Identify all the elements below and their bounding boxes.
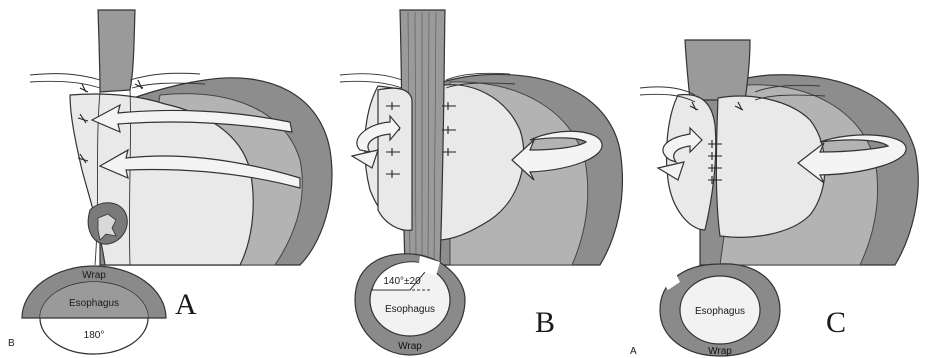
panel-a-letter: A [175,288,197,321]
panel-b-wrap-label: Wrap [398,341,422,352]
panel-c-esophagus [685,40,750,100]
panel-c-cross-section: Esophagus Wrap [660,264,780,357]
panel-c-wrap-left [666,94,715,230]
panel-c-corner-letter: A [630,346,637,357]
panel-b: 140°±20 Esophagus Wrap B [340,10,622,355]
panel-a-esophagus [98,10,135,92]
panel-a-cross-section: Wrap Esophagus 180° [22,266,166,354]
panel-a-angle-label: 180° [84,330,105,341]
panel-a-wrap-label: Wrap [82,270,106,281]
panel-c-esophagus-label: Esophagus [695,306,745,317]
panel-a-corner-letter: B [8,338,15,349]
panel-b-letter: B [535,306,555,339]
panel-a-esophagus-label: Esophagus [69,298,119,309]
panel-b-angle-label: 140°±20 [383,276,421,287]
panel-b-cross-section: 140°±20 Esophagus Wrap [355,254,465,355]
panel-c-wrap-label: Wrap [708,346,732,357]
panel-c-letter: C [826,306,846,339]
panel-a: Wrap Esophagus 180° A B [8,10,332,354]
panel-b-esophagus-label: Esophagus [385,304,435,315]
panel-c: Esophagus Wrap C A [630,40,918,357]
